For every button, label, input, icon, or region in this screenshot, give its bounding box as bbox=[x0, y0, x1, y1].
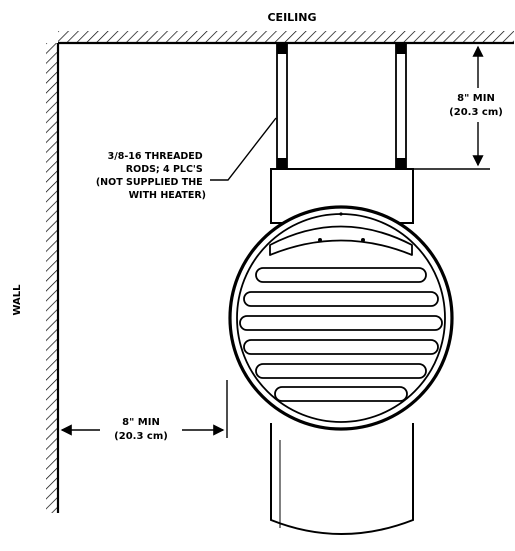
grille-slot-4 bbox=[243, 339, 439, 355]
grille-screw bbox=[318, 238, 322, 242]
callout-line: RODS; 4 PLC'S bbox=[126, 164, 203, 175]
ceiling-hatch bbox=[58, 31, 514, 43]
left-rod bbox=[276, 42, 288, 169]
ceiling-clearance-dimension: 8" MIN (20.3 cm) bbox=[412, 45, 512, 170]
grille-top-arc bbox=[269, 225, 413, 256]
wall-clearance-metric: (20.3 cm) bbox=[114, 431, 168, 442]
threaded-rods bbox=[276, 42, 407, 169]
heater-grille bbox=[239, 225, 443, 402]
grille-screw bbox=[361, 238, 365, 242]
left-rod-bottom-nut bbox=[277, 158, 287, 169]
dimension-label-bg bbox=[440, 88, 512, 122]
grille-slot-2 bbox=[243, 291, 439, 307]
ceiling-label: CEILING bbox=[267, 11, 316, 24]
callout-line: (NOT SUPPLIED THE bbox=[96, 177, 203, 188]
leader-line bbox=[210, 117, 277, 181]
ceiling-clearance-value: 8" MIN bbox=[457, 93, 495, 104]
right-rod-top-nut bbox=[396, 43, 406, 54]
wall-hatch bbox=[46, 43, 58, 513]
grille-slot-1 bbox=[255, 267, 427, 283]
right-rod bbox=[395, 42, 407, 169]
wall-clearance-dimension: 8" MIN (20.3 cm) bbox=[60, 380, 228, 442]
wall-label: WALL bbox=[12, 284, 23, 316]
left-rod-top-nut bbox=[277, 43, 287, 54]
lower-housing bbox=[270, 423, 414, 535]
rod-callout: 3/8-16 THREADED RODS; 4 PLC'S (NOT SUPPL… bbox=[96, 117, 277, 201]
rod-callout-text: 3/8-16 THREADED RODS; 4 PLC'S (NOT SUPPL… bbox=[96, 151, 206, 201]
grille-slot-5 bbox=[255, 363, 427, 379]
callout-line: WITH HEATER) bbox=[129, 190, 206, 201]
ceiling-clearance-metric: (20.3 cm) bbox=[449, 107, 503, 118]
grille-screw bbox=[339, 212, 343, 216]
grille-slot-3 bbox=[239, 315, 443, 331]
right-rod-bottom-nut bbox=[396, 158, 406, 169]
grille-screws bbox=[318, 212, 365, 242]
wall-clearance-value: 8" MIN bbox=[122, 417, 160, 428]
ceiling bbox=[58, 31, 514, 45]
heater-outer-ring bbox=[228, 205, 454, 431]
lower-housing-body bbox=[270, 423, 414, 535]
callout-line: 3/8-16 THREADED bbox=[108, 151, 203, 162]
wall bbox=[46, 43, 60, 513]
grille-slot-6 bbox=[274, 386, 408, 402]
